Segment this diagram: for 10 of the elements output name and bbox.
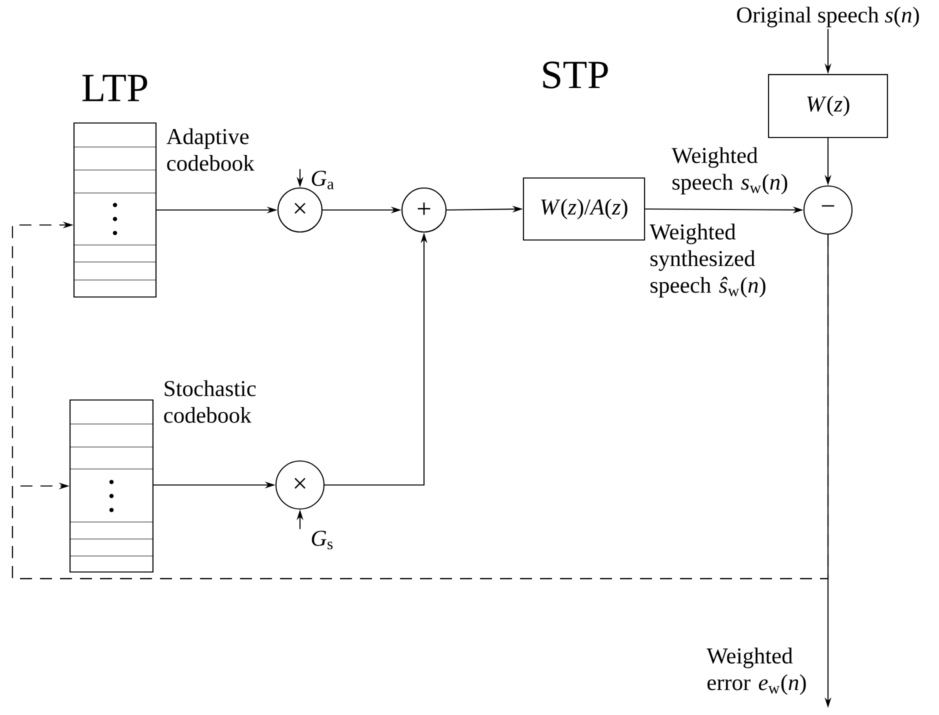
filter-box: W(z)/A(z) — [522, 177, 646, 241]
codebook-label: Stochastic codebook — [164, 380, 256, 423]
filter-box: W(z) — [768, 74, 888, 138]
codebook-label: Adaptive codebook — [166, 128, 254, 171]
signal-label: Original speech s(n) — [737, 6, 919, 28]
edge-label: Weighted error e$_{w}$(n) — [705, 646, 820, 696]
signal-label: G$_{s}$ — [312, 530, 333, 550]
section-heading: STP — [543, 62, 608, 88]
edge-label: Weighted synthesized speech ŝ$_{w}$(n) — [648, 222, 784, 299]
signal-label: G$_{a}$ — [312, 170, 334, 190]
